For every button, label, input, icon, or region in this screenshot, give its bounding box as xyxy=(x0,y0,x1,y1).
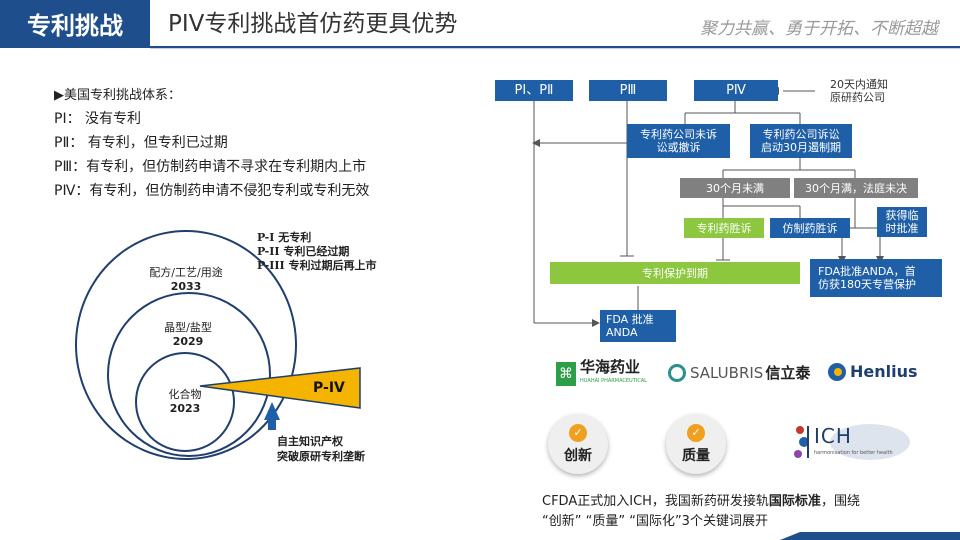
middle-circle xyxy=(107,292,271,457)
section-tag: 专利挑战 xyxy=(0,0,150,46)
piv-wedge-label: P-IV xyxy=(313,380,345,396)
footer-text: CFDA正式加入ICH，我国新药研发接轨国际标准，围绕 “创新” “质量” “国… xyxy=(542,492,860,532)
quality-icon: ✓ xyxy=(687,423,705,442)
henlius-logo: Henlius xyxy=(828,362,918,381)
flow-suit: 专利药公司诉讼启动30月遏制期 xyxy=(750,124,852,158)
flow-patent-expire: 专利保护到期 xyxy=(550,262,800,284)
flow-temp-approval: 获得临时批准 xyxy=(877,207,927,237)
patent-item-p1: PⅠ： 没有专利 xyxy=(54,111,142,127)
outer-circle xyxy=(75,230,297,460)
ich-name: ICH xyxy=(814,424,852,448)
ich-map-icon xyxy=(794,424,910,460)
huahai-logo: ⌘ 华海药业 HUAHAI PHARMACEUTICAL xyxy=(556,360,647,388)
patent-system-title: ▶美国专利挑战体系： xyxy=(54,88,181,103)
salubris-ring-icon xyxy=(668,363,686,382)
ich-logo: ICH harmonisation for better health xyxy=(790,418,912,468)
flow-generic-win: 仿制药胜诉 xyxy=(770,218,850,238)
patent-item-p3: PⅢ：有专利，但仿制药申请不寻求在专利期内上市 xyxy=(54,159,367,175)
salubris-logo: SALUBRIS 信立泰 xyxy=(668,362,810,383)
flow-p3: PⅢ xyxy=(589,80,667,101)
huahai-name: 华海药业 xyxy=(580,358,641,376)
huahai-mark-icon: ⌘ xyxy=(556,362,576,386)
henlius-name: Henlius xyxy=(850,362,918,381)
flow-fda-180-days: FDA批准ANDA，首仿获180天专营保护 xyxy=(810,259,942,297)
flow-p4: PⅣ xyxy=(694,80,778,101)
flow-patent-win: 专利药胜诉 xyxy=(684,218,764,238)
salubris-name: SALUBRIS xyxy=(690,363,764,382)
flow-under-30-months: 30个月未满 xyxy=(680,178,790,198)
up-arrow-stem xyxy=(268,420,276,430)
inner-circle xyxy=(135,352,235,452)
slogan: 聚力共赢、勇于开拓、不断超越 xyxy=(700,19,938,39)
footer-line1-bold: 国际标准 xyxy=(768,494,821,509)
quality-label: 质量 xyxy=(682,447,710,464)
header-divider xyxy=(0,46,960,48)
ip-note: 自主知识产权 突破原研专利垄断 xyxy=(277,435,365,463)
flow-over-30-months: 30个月满，法庭未决 xyxy=(794,178,918,198)
henlius-mark-icon xyxy=(828,362,846,381)
notify-note: 20天内通知原研药公司 xyxy=(830,78,888,104)
piv-wedge xyxy=(199,367,361,409)
patent-item-p2: PⅡ： 有专利，但专利已过期 xyxy=(54,135,228,151)
footer-line2: “创新” “质量” “国际化”3个关键词展开 xyxy=(542,514,768,529)
quality-button[interactable]: ✓ 质量 xyxy=(666,414,726,474)
page-title: PIV专利挑战首仿药更具优势 xyxy=(168,11,458,37)
flow-p1-p2: PⅠ、PⅡ xyxy=(495,80,573,101)
footer-line1-a: CFDA正式加入ICH，我国新药研发接轨 xyxy=(542,494,769,509)
header-divider-thin xyxy=(150,48,960,49)
patent-legend: P-I 无专利 P-II 专利已经过期 P-III 专利过期后再上市 xyxy=(257,231,377,272)
innovation-label: 创新 xyxy=(564,447,592,464)
innovation-icon: ✓ xyxy=(569,423,587,442)
flow-connectors xyxy=(533,90,881,324)
patent-item-p4: PⅣ：有专利，但仿制药申请不侵犯专利或专利无效 xyxy=(54,183,370,199)
up-arrow-head xyxy=(264,402,280,420)
huahai-sub: HUAHAI PHARMACEUTICAL xyxy=(580,378,647,384)
flow-no-suit: 专利药公司未诉讼或撤诉 xyxy=(627,124,730,158)
ich-sub: harmonisation for better health xyxy=(814,450,893,456)
innovation-button[interactable]: ✓ 创新 xyxy=(548,414,608,474)
bottom-accent xyxy=(780,532,960,540)
footer-line1-c: ，围绕 xyxy=(820,494,860,509)
salubris-cn-name: 信立泰 xyxy=(765,364,811,382)
